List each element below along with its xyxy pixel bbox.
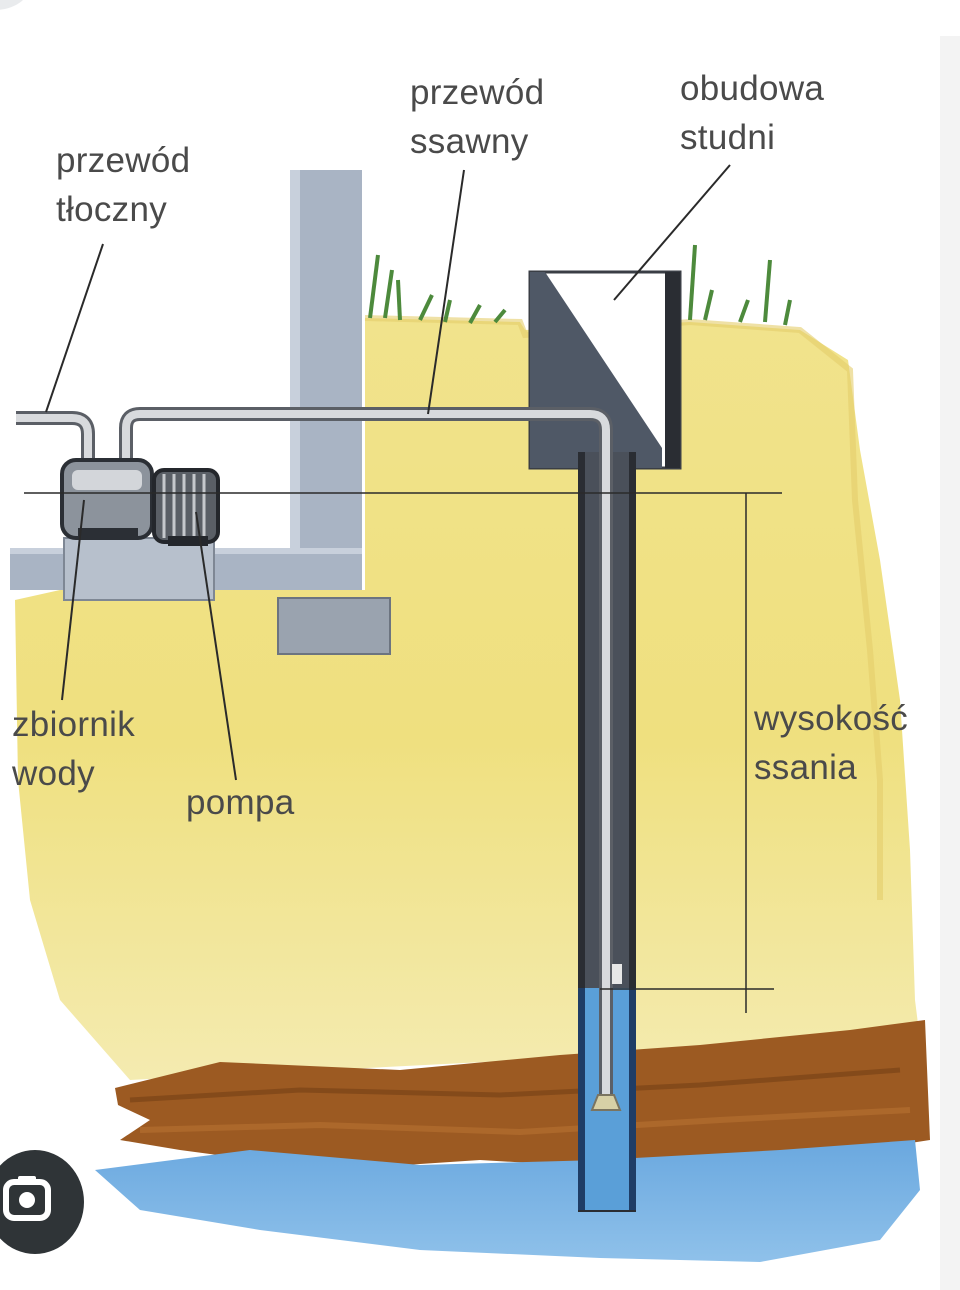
label-line: pompa [186,783,295,822]
label-line: wysokość [754,699,909,738]
label-line: tłoczny [56,190,168,229]
label-line: przewód [56,141,191,180]
delivery-pipe [16,411,95,462]
label-well-casing: obudowa studni [680,64,824,162]
leader-pump [195,511,237,781]
label-water-tank: zbiornik wody [12,700,135,798]
water-tank [60,458,154,540]
label-line: przewód [410,73,545,112]
page-edge-strip [940,36,960,1290]
grass-right [688,244,792,326]
label-line: ssania [754,748,857,787]
label-line: zbiornik [12,705,136,744]
label-pump: pompa [186,778,295,827]
label-line: wody [12,754,95,793]
label-line: studni [680,118,776,157]
label-suction-pipe: przewód ssawny [410,68,544,166]
grass-left [368,254,507,324]
leader-delivery-pipe [45,243,104,413]
leader-well-casing [613,164,731,301]
leader-water-tank [61,499,85,701]
label-delivery-pipe: przewód tłoczny [56,136,190,234]
pump-motor [152,468,220,546]
camera-lens-icon [3,1176,51,1221]
soil-layer [15,318,920,1080]
groundwater-layer [95,1140,920,1262]
corner-shape [0,0,30,10]
label-line: ssawny [410,122,529,161]
label-line: obudowa [680,69,825,108]
building-wall [290,170,362,590]
leader-suction-pipe [427,169,465,415]
pump-base [63,537,215,601]
label-suction-height: wysokość ssania [754,694,908,792]
lens-search-button[interactable] [0,1150,84,1254]
foundation [277,597,391,655]
